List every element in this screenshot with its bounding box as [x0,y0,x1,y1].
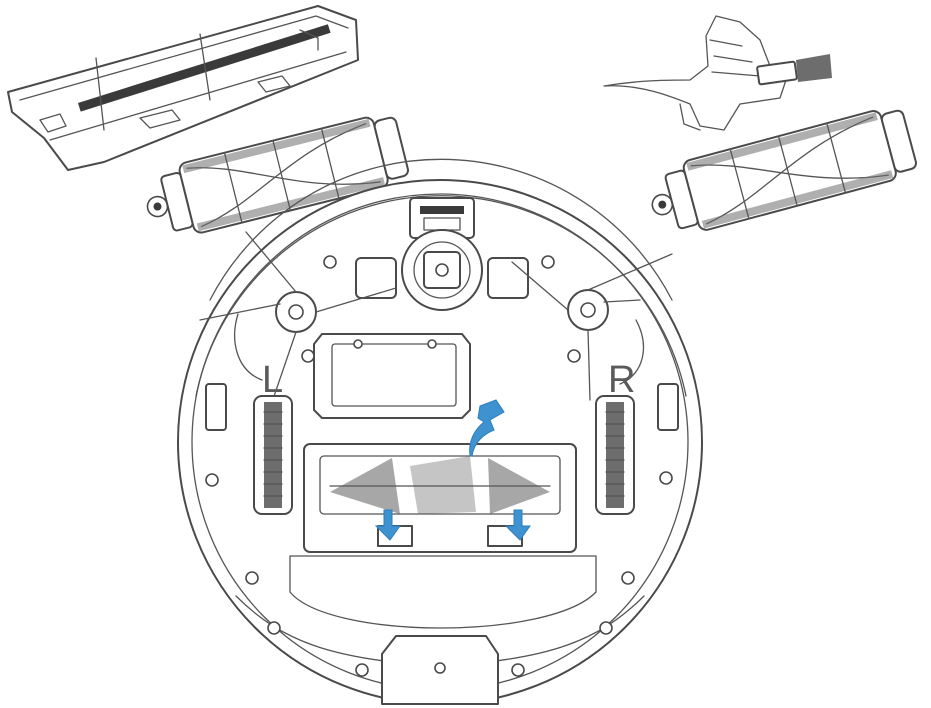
bumper-clip-right [657,383,679,431]
brush-cover-panel [7,5,359,171]
side-brush-right [511,253,673,401]
drive-wheel-left [253,395,293,515]
charging-contact-right [487,257,529,299]
lift-out-arrow [469,399,505,457]
brush-cover-slot [77,24,331,112]
robot-vacuum-body: L R [177,158,703,705]
dust-bin [235,555,645,705]
right-side-label: R [608,359,635,401]
drive-wheel-right [595,395,635,515]
hand-with-cleaning-tool [603,15,832,131]
charging-contact-left [355,257,397,299]
push-down-arrow-left [374,509,401,541]
left-side-label: L [262,359,283,401]
body-screws [205,255,673,677]
main-brush-right [651,109,917,231]
front-caster-wheel [401,229,483,311]
main-brush-left [146,116,410,234]
side-brush-left [199,231,397,409]
push-down-arrow-right [504,509,531,541]
bumper-clip-left [205,383,227,431]
main-brush-housing [303,443,577,553]
battery-cover [313,333,471,419]
